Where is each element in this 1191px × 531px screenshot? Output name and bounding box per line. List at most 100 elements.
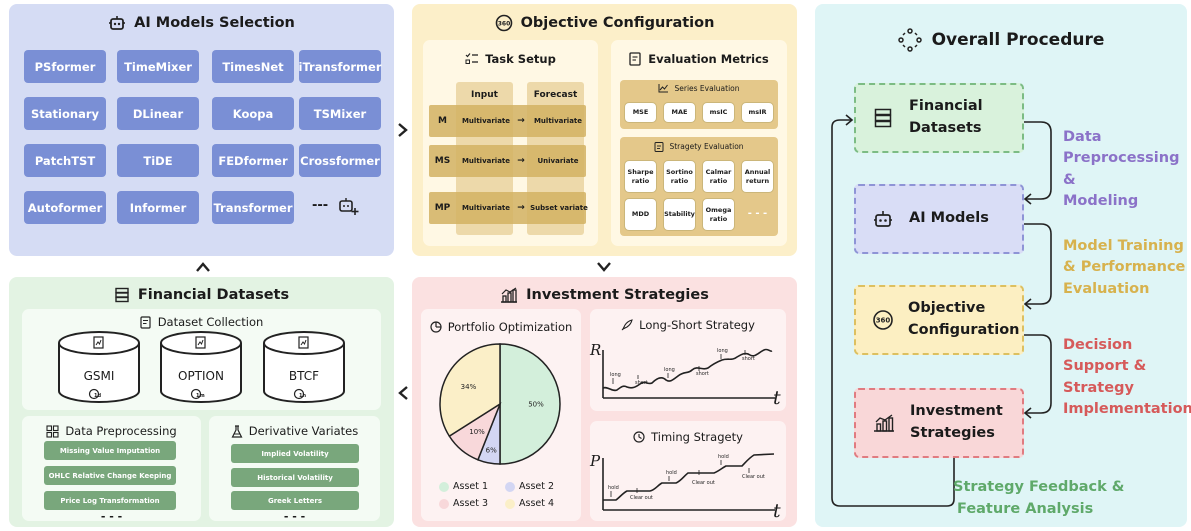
- long-short-strategy-title-text: Long-Short Strategy: [639, 318, 755, 332]
- legend-swatch-asset-3: [439, 499, 449, 509]
- label-line: Support &: [1063, 358, 1147, 375]
- model-button-crossformer[interactable]: Crossformer: [299, 144, 381, 177]
- timing-label: Clear out: [692, 480, 715, 486]
- procedure-label-decision-support: Decision Support & Strategy Implementati…: [1063, 335, 1191, 421]
- report-icon: [629, 52, 641, 66]
- step-label: Configuration: [908, 322, 1020, 338]
- metric-sortino-ratio: Sortino ratio: [663, 160, 696, 193]
- preprocess-price-log[interactable]: Price Log Transformation: [44, 491, 176, 510]
- dataset-collection-title-text: Dataset Collection: [157, 315, 264, 329]
- model-button-psformer[interactable]: PSformer: [24, 50, 106, 83]
- preprocess-missing-value[interactable]: Missing Value Imputation: [44, 441, 176, 460]
- derivative-implied-volatility[interactable]: Implied Volatility: [231, 444, 359, 463]
- 360-icon: 360: [495, 14, 512, 32]
- investment-strategies-title: Investment Strategies: [412, 287, 797, 303]
- ls-label: long: [664, 367, 675, 373]
- investment-strategies-title-text: Investment Strategies: [526, 287, 709, 303]
- dataset-frequency: 1h: [299, 393, 307, 399]
- metric-calmar-ratio: Calmar ratio: [702, 160, 735, 193]
- task-input: Multivariate: [461, 204, 511, 212]
- model-button-informer[interactable]: Informer: [117, 191, 199, 224]
- model-button-tsmixer[interactable]: TSMixer: [299, 97, 381, 130]
- model-button-fedformer[interactable]: FEDformer: [212, 144, 294, 177]
- add-model-icon[interactable]: [338, 196, 360, 216]
- legend-label-asset-3: Asset 3: [453, 498, 489, 509]
- model-button-autoformer[interactable]: Autoformer: [24, 191, 106, 224]
- pie-chart-icon: [430, 321, 442, 333]
- model-button-transformer[interactable]: Transformer: [212, 191, 294, 224]
- legend-label-asset-2: Asset 2: [519, 481, 555, 492]
- ai-models-title-text: AI Models Selection: [134, 15, 295, 31]
- procedure-feedback-label: Strategy Feedback & Feature Analysis: [953, 477, 1124, 521]
- database-icon: [874, 108, 892, 128]
- metric-mse: MSE: [624, 102, 657, 123]
- preprocess-ohlc[interactable]: OHLC Relative Change Keeping: [44, 466, 176, 485]
- timing-label: hold: [718, 454, 729, 460]
- bar-chart-icon: [874, 414, 894, 432]
- metric-annual-return: Annual return: [741, 160, 774, 193]
- procedure-step-ai-models[interactable]: AI Models: [854, 184, 1024, 254]
- task-setup-title: Task Setup: [423, 52, 598, 66]
- model-button-itransformer[interactable]: iTransformer: [299, 50, 382, 83]
- more-preprocessing: - - -: [100, 510, 123, 523]
- label-line: Strategy: [1063, 379, 1134, 396]
- legend-swatch-asset-4: [505, 499, 515, 509]
- pie-label-asset-4: 34%: [461, 383, 477, 391]
- ls-label: short: [742, 356, 755, 362]
- rocket-icon: [621, 319, 633, 331]
- dataset-drum-gsmi[interactable]: [57, 330, 141, 404]
- legend-swatch-asset-2: [505, 482, 515, 492]
- model-button-koopa[interactable]: Koopa: [212, 97, 294, 130]
- model-button-stationary[interactable]: Stationary: [24, 97, 106, 130]
- timing-strategy-box: Timing Stragety: [590, 421, 786, 521]
- metric-msic: msIC: [702, 102, 735, 123]
- pie-slice-asset-1: [499, 343, 561, 465]
- task-row-ms: [429, 145, 586, 177]
- label-line: Preprocessing &: [1063, 150, 1180, 188]
- task-input: Multivariate: [461, 157, 511, 165]
- dataset-drum-btcf[interactable]: [262, 330, 346, 404]
- line-chart-icon: [658, 84, 669, 93]
- model-button-timesnet[interactable]: TimesNet: [212, 50, 294, 83]
- timing-strategy-title: Timing Stragety: [590, 430, 786, 444]
- model-button-dlinear[interactable]: DLinear: [117, 97, 199, 130]
- forecast-column-header: Forecast: [533, 90, 578, 100]
- ai-models-title: AI Models Selection: [9, 14, 394, 32]
- metric-mdd: MDD: [624, 198, 657, 231]
- checklist-icon: [465, 53, 479, 64]
- derivative-variates-title-text: Derivative Variates: [248, 424, 359, 438]
- objective-title-text: Objective Configuration: [520, 15, 715, 31]
- model-button-patchtst[interactable]: PatchTST: [24, 144, 106, 177]
- long-short-strategy-title: Long-Short Strategy: [590, 318, 786, 332]
- financial-datasets-title: Financial Datasets: [9, 287, 394, 303]
- derivative-historical-volatility[interactable]: Historical Volatility: [231, 468, 359, 487]
- label-line: Evaluation: [1063, 280, 1150, 297]
- derivative-variates-title: Derivative Variates: [209, 424, 380, 438]
- cycle-icon: [897, 28, 922, 52]
- task-setup-title-text: Task Setup: [485, 52, 556, 66]
- ls-label: long: [717, 348, 728, 354]
- pie-label-asset-2: 6%: [486, 446, 497, 454]
- step-label: Financial: [909, 98, 983, 115]
- ls-label: short: [696, 371, 709, 377]
- dataset-drum-option[interactable]: [159, 330, 243, 404]
- overall-procedure-title: Overall Procedure: [815, 28, 1187, 52]
- derivative-greek-letters[interactable]: Greek Letters: [231, 491, 359, 510]
- feedback-line: Feature Analysis: [957, 500, 1094, 517]
- label-line: Decision: [1063, 337, 1133, 353]
- model-button-timemixer[interactable]: TimeMixer: [117, 50, 199, 83]
- model-button-tide[interactable]: TiDE: [117, 144, 199, 177]
- dataset-name: GSMI: [83, 369, 115, 383]
- long-short-strategy-box: Long-Short Strategy: [590, 309, 786, 411]
- metric-sharpe-ratio: Sharpe ratio: [624, 160, 657, 193]
- long-short-chart: long short long short long short: [602, 348, 775, 399]
- arrow-right-icon: →: [517, 203, 525, 213]
- dataset-frequency: 1m: [196, 393, 205, 399]
- clipboard-icon: [654, 142, 664, 152]
- input-column-header: Input: [471, 90, 498, 100]
- objective-title: 360 Objective Configuration: [412, 14, 797, 32]
- label-line: Modeling: [1063, 193, 1139, 210]
